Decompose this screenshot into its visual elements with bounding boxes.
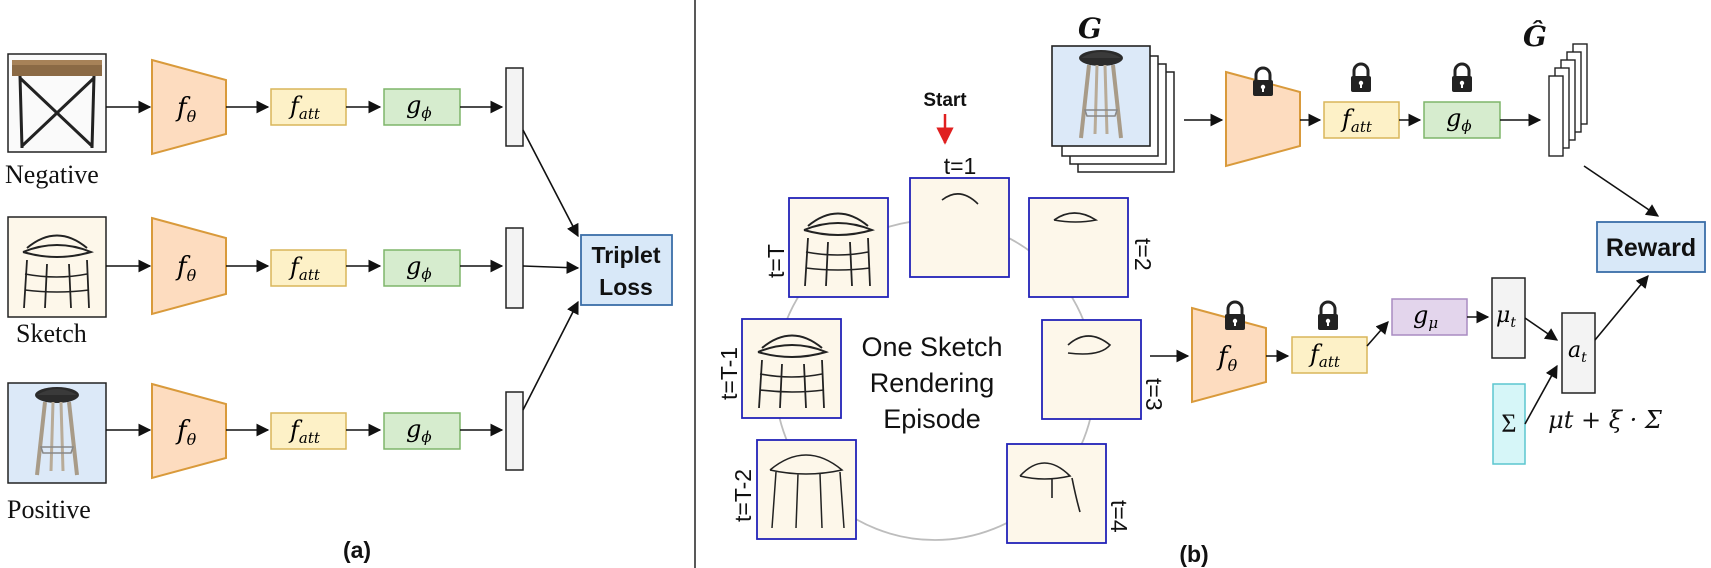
embedding-bar	[505, 391, 524, 471]
sigma-label: Σ	[1501, 409, 1516, 438]
t4-label: t=4	[1106, 500, 1132, 533]
pipeline-row-1: fθ fatt gϕ	[106, 58, 524, 156]
svg-text:gϕ: gϕ	[406, 415, 432, 446]
fatt-box	[270, 412, 347, 450]
gallery-stack	[1051, 45, 1175, 173]
panel-a: Negative Sketch Positive fθ fatt gϕ	[5, 53, 673, 563]
pipeline-row-2: fθ fatt gϕ	[106, 216, 524, 316]
triplet-loss-label-1: Triplet	[591, 242, 660, 268]
tT-1-label: t=T-1	[716, 347, 742, 400]
reward-box	[1596, 221, 1706, 273]
gallery-hat-label: Ĝ	[1523, 19, 1547, 53]
panel-b: Start t=1 t=2 t=3 t=4 t=T-2	[716, 12, 1706, 567]
svg-text:gϕ: gϕ	[1446, 104, 1472, 135]
triplet-loss-box	[580, 234, 673, 306]
pipeline-row-3: fθ fatt gϕ	[106, 382, 524, 480]
bottom-fatt-box	[1291, 336, 1368, 374]
lock-icon	[1223, 300, 1247, 332]
top-g-box	[1423, 101, 1501, 139]
frame-t1: t=1	[909, 153, 1010, 278]
encoder-trapezoid	[151, 58, 227, 156]
svg-text:at: at	[1568, 338, 1587, 366]
embedding-bar	[505, 227, 524, 309]
reward-label: Reward	[1606, 234, 1696, 262]
action-formula: μt + ξ · Σ	[1548, 406, 1663, 434]
episode-label-2: Rendering	[870, 368, 995, 398]
svg-text:gϕ: gϕ	[406, 252, 432, 283]
policy-box	[1391, 298, 1468, 336]
encoder-trapezoid	[151, 216, 227, 316]
svg-text:gϕ: gϕ	[406, 91, 432, 122]
t2-label: t=2	[1130, 238, 1156, 271]
top-encoder-trapezoid	[1225, 70, 1301, 168]
frame-tT-2: t=T-2	[730, 439, 857, 540]
negative-label: Negative	[5, 160, 99, 189]
positive-row: Positive	[7, 382, 107, 524]
svg-text:gμ: gμ	[1413, 301, 1438, 332]
sketch-row: Sketch	[7, 216, 107, 348]
gallery-embedding-stack	[1548, 43, 1588, 157]
top-fatt-box	[1323, 101, 1400, 139]
lock-icon	[1450, 62, 1474, 94]
mu-box	[1491, 277, 1526, 359]
encoder-trapezoid	[151, 382, 227, 480]
svg-text:μt: μt	[1496, 303, 1516, 331]
frame-tT-1: t=T-1	[716, 318, 842, 419]
panel-a-caption: (a)	[343, 537, 371, 563]
sigma-box	[1492, 383, 1526, 465]
embedding-bar	[505, 67, 524, 147]
sketch-photo	[7, 216, 107, 318]
gallery-label: G	[1078, 12, 1102, 45]
frame-t3: t=3	[1041, 319, 1167, 420]
sketch-label: Sketch	[16, 319, 87, 348]
negative-row: Negative	[5, 53, 107, 189]
frame-t4: t=4	[1006, 443, 1132, 544]
svg-text:fatt: fatt	[1340, 105, 1373, 136]
action-box	[1561, 312, 1596, 394]
lock-icon	[1316, 300, 1340, 332]
tT-2-label: t=T-2	[730, 469, 756, 522]
g-box	[383, 249, 461, 287]
triplet-loss-label-2: Loss	[599, 274, 653, 300]
tT-label: t=T	[763, 244, 789, 278]
frame-tT: t=T	[763, 197, 889, 298]
frame-t2: t=2	[1028, 197, 1156, 298]
fatt-box	[270, 249, 347, 287]
positive-label: Positive	[7, 495, 91, 524]
t3-label: t=3	[1141, 378, 1167, 411]
episode-label-1: One Sketch	[861, 332, 1002, 362]
t1-label: t=1	[944, 153, 977, 179]
lock-icon	[1349, 62, 1373, 94]
episode-label-3: Episode	[883, 404, 981, 434]
g-box	[383, 412, 461, 450]
panel-b-caption: (b)	[1179, 541, 1208, 567]
lock-icon	[1251, 66, 1275, 98]
start-label: Start	[923, 90, 967, 111]
